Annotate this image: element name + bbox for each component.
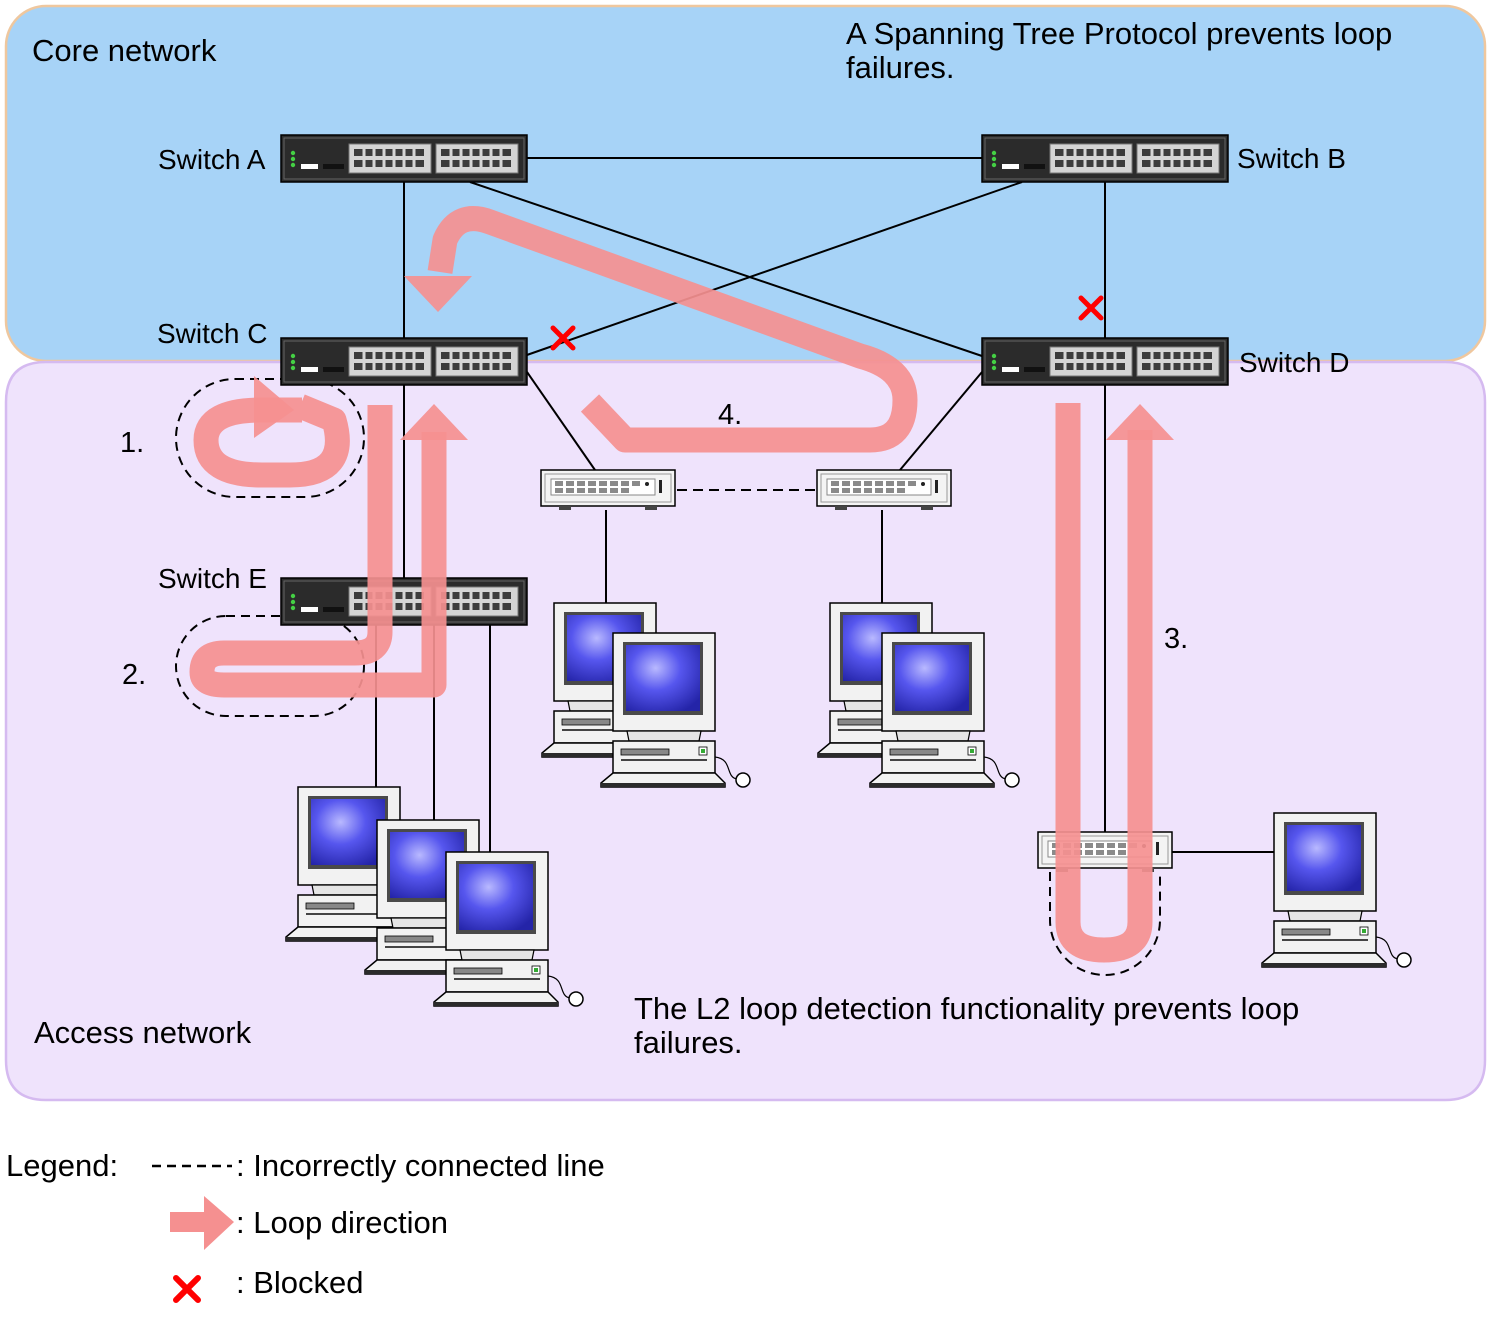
- switch-a-device: [279, 133, 529, 184]
- loop-3-outline: [1049, 872, 1161, 976]
- switch-b-device: [980, 133, 1230, 184]
- legend-incorrect-label: : Incorrectly connected line: [236, 1148, 605, 1183]
- legend-loop-label: : Loop direction: [236, 1205, 448, 1240]
- loop-4-arrow: [427, 206, 918, 453]
- core-note-line2: failures.: [846, 50, 955, 85]
- switch-d-label: Switch D: [1239, 347, 1349, 378]
- loop-2-arrowhead: [400, 404, 468, 440]
- legend-title: Legend:: [6, 1148, 118, 1183]
- loop-3-label: 3.: [1164, 623, 1188, 655]
- link-d-hub2: [899, 371, 983, 471]
- loop-1-arrow: [193, 394, 350, 488]
- access-note-line1: The L2 loop detection functionality prev…: [634, 991, 1299, 1026]
- link-b-c: [523, 181, 1023, 357]
- core-note-line1: A Spanning Tree Protocol prevents loop: [846, 16, 1392, 51]
- loop-2-outline: [175, 615, 365, 717]
- core-network-label: Core network: [32, 33, 217, 68]
- switch-b-label: Switch B: [1237, 143, 1346, 174]
- link-a-d: [469, 181, 983, 357]
- loop-2-label: 2.: [122, 659, 146, 691]
- legend-blocked-label: : Blocked: [236, 1265, 364, 1300]
- loop-4-label: 4.: [718, 399, 742, 431]
- loop-1-label: 1.: [120, 427, 144, 459]
- switch-e-label: Switch E: [158, 563, 267, 594]
- loop-3-arrow: [1055, 403, 1153, 963]
- hub-1: [540, 469, 676, 511]
- switch-e-device: [279, 576, 529, 627]
- access-note-line2: failures.: [634, 1025, 743, 1060]
- legend-loop-arrow-icon: [170, 1196, 234, 1250]
- blocked-x-b-d: [1078, 295, 1104, 321]
- switch-a-label: Switch A: [158, 144, 266, 175]
- switch-d-device: [980, 336, 1230, 387]
- legend: Legend: : Incorrectly connected line : L…: [6, 1148, 605, 1303]
- loop-1-arrowhead: [254, 376, 294, 438]
- loop-1-outline: [175, 378, 365, 498]
- switch-c-device: [279, 336, 529, 387]
- loop-3-arrowhead: [1106, 404, 1174, 440]
- blocked-x-b-c: [550, 325, 576, 351]
- switch-c-label: Switch C: [157, 318, 267, 349]
- hub-2: [816, 469, 952, 511]
- legend-blocked-x-icon: [173, 1275, 201, 1303]
- loop-2-arrow: [189, 405, 447, 698]
- access-network-label: Access network: [34, 1015, 252, 1050]
- network-links: [375, 157, 1274, 853]
- loop-4-arrowhead: [404, 276, 472, 312]
- link-c-hub1: [526, 371, 596, 471]
